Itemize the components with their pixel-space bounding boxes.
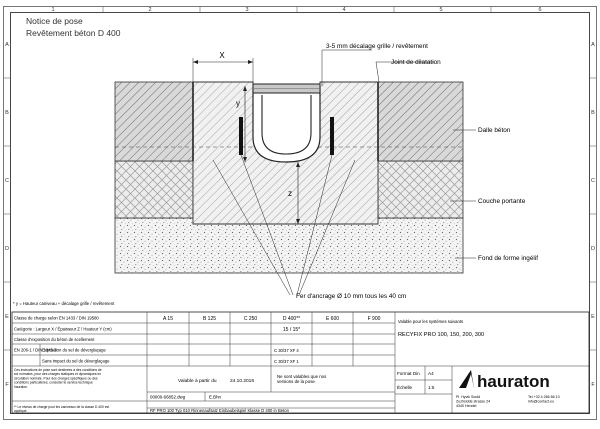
frame-numbers: 1 2 3 4 5 6 [51,7,541,13]
frame-letter: A [5,42,9,48]
exposure-salt-cell: C 30/37 XF 4 [274,348,299,353]
class-cell: E 600 [326,316,339,322]
frame-letter: D [591,246,595,252]
valid-for-value: RECYFIX PRO 100, 150, 200, 300 [398,332,484,338]
frame-letters-left: A B C D E F [5,42,9,388]
validity-label: Valable à partir du [178,378,217,384]
table-note: * y = Hauteur caniveau + décalage grille… [13,301,115,306]
base-layer-right [377,160,464,219]
base-layer-left [114,160,194,219]
brand-address-3: 4340 Hendel [456,404,477,408]
frame-number: 5 [439,7,442,13]
callout-couche: Couche portante [478,198,526,205]
leader-lines [212,49,476,296]
frame-number: 6 [538,7,541,13]
title-line1: Notice de pose [26,16,83,26]
frame-letters-right: A B C D E F [591,42,595,388]
row-label-exposure: Classe d'exposition du béton de scelleme… [14,337,95,342]
brand-address-2: Zuzhsidde strasse 24 [456,400,490,404]
anchor-bar-left [239,117,243,155]
dimension-y: y [236,86,247,162]
frame-number: 2 [148,7,151,13]
frame-letter: F [591,382,595,388]
footnote-text: ** Le niveau de charge pour les caniveau… [14,405,110,413]
brand-email: info@contact.eu [528,400,554,404]
dim-y-label: y [236,99,240,108]
callout-joint: Joint de dilatation [391,59,441,66]
brand-name: hauraton [477,372,550,391]
doc-number: 00000-66852.dwg [150,395,186,400]
frame-letter: B [591,110,595,116]
scale-value: 1:5 [428,385,435,390]
frame-ticks [3,6,597,351]
validity-date: 24.10.2018 [230,378,254,384]
frame-letter: B [5,110,9,116]
class-cell: B 125 [203,316,216,322]
dims-d400-cell: 15 / 15* [283,327,300,333]
frame-number: 4 [342,7,345,13]
row-sub-nosalt: Sans impact du sel de déverglaçage [42,359,110,364]
frame-letter: C [591,178,595,184]
class-cell: D 400** [283,316,300,322]
format-label: Format Din [397,371,420,376]
inner-frame [10,12,590,414]
anchor-bar-right [330,117,334,155]
brand-phone: Tel +32 4 266 66 13 [528,395,560,399]
spec-table: Classe de charge selon EN 1433 / DIN 195… [11,311,590,414]
class-cell: F 900 [368,316,381,322]
doc-author: E.Bhn [209,395,222,400]
outer-frame [3,6,597,420]
dim-x-label: X [219,51,225,60]
frame-number: 1 [51,7,54,13]
row-label-norm: EN 206-1 / DIN 1045-2 [14,348,57,353]
callout-offset: 3-5 mm décalage grille / revêtement [326,43,428,50]
frame-letter: F [5,382,9,388]
frame-letter: A [591,42,595,48]
cross-section: X y z 3-5 mm décalage [114,43,538,300]
disclaimer-text: Ces instructions de pose sont destinées … [14,368,103,389]
slab-right [377,81,464,162]
title-line2: Revêtement béton D 400 [26,28,121,38]
non-valid-note: Ne sont valables que nos versions de la … [277,374,328,384]
callout-anchor: Fer d'ancrage Ø 10 mm tous les 40 cm [296,293,406,300]
frame-letter: C [5,178,9,184]
frame-number: 3 [245,7,248,13]
row-label-dims: Catégorie : Largeur X / Épaisseur Z / Ha… [14,327,112,332]
row-sub-salt: Exposition du sel de déverglaçage [42,348,106,353]
class-cell: C 250 [244,316,258,322]
reference-line: RF PRO 100 Typ 010 Rinnenaufsatz Einbaub… [150,408,290,413]
callout-fond: Fond de forme ingélif [478,255,538,262]
valid-for-label: Valable pour les systèmes suivants [398,319,463,324]
callout-dalle: Dalle béton [478,127,511,134]
brand-logo: hauraton [459,370,550,391]
dimension-z: z [288,162,300,224]
frame-letter: E [5,314,9,320]
exposure-nosalt-cell: C 30/37 XF 1 [274,359,299,364]
slab-left [114,81,194,162]
foundation-layer [114,217,464,274]
format-value: A4 [428,371,434,376]
dim-z-label: z [288,189,292,198]
dimension-x: X [192,51,254,84]
brand-address-1: Pl. Hyvik Soold [456,395,480,399]
frame-letter: E [591,314,595,320]
frame-letter: D [5,246,9,252]
class-cell: A 15 [163,316,173,322]
channel-body [252,88,321,163]
channel-inner [261,95,312,155]
row-label-class: Classe de charge selon EN 1433 / DIN 195… [14,316,99,321]
scale-label: Échelle [397,384,413,390]
